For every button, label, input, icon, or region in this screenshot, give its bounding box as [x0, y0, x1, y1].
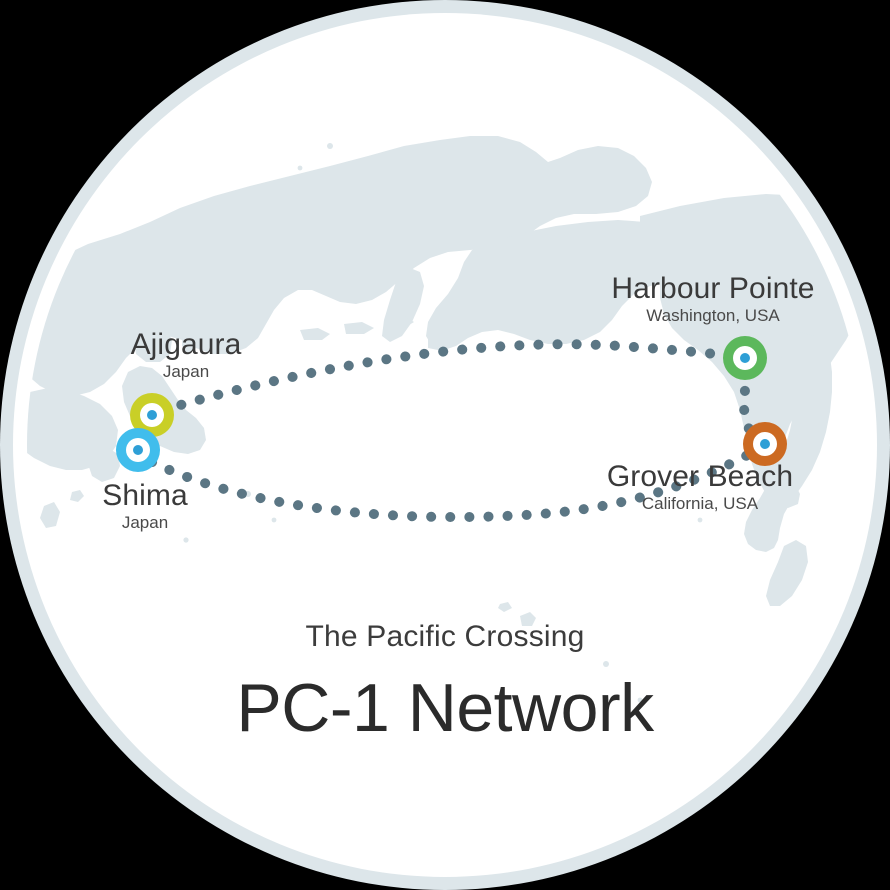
marker-shima[interactable]: [116, 428, 160, 472]
land-japan-hokkaido: [134, 324, 172, 362]
land-alaska: [426, 220, 702, 350]
station-region-grover-beach: California, USA: [641, 494, 759, 513]
station-label-ajigaura: Ajigaura Japan: [86, 328, 286, 382]
cable-route-south: [147, 445, 762, 523]
land-vancouver-island: [714, 310, 742, 334]
land-hawaii-2: [498, 602, 512, 612]
land-east-asia: [27, 388, 118, 470]
marker-grover-beach[interactable]: [743, 422, 787, 466]
station-label-harbour-pointe: Harbour Pointe Washington, USA: [573, 272, 853, 326]
land-speck-4: [603, 661, 609, 667]
land-speck-6: [327, 143, 333, 149]
land-hawaii: [520, 612, 536, 626]
land-speck-5: [637, 697, 643, 703]
land-alaska-peninsula: [428, 322, 470, 350]
station-label-shima: Shima Japan: [45, 479, 245, 533]
station-region-shima: Japan: [121, 513, 169, 532]
station-region-harbour-pointe: Washington, USA: [646, 306, 780, 325]
figure-title: PC-1 Network: [236, 670, 654, 746]
station-label-grover-beach: Grover Beach California, USA: [560, 460, 840, 514]
marker-grover-beach-center-dot: [759, 438, 771, 450]
land-sakhalin: [182, 300, 202, 354]
marker-harbour-pointe[interactable]: [723, 336, 767, 380]
station-city-harbour-pointe: Harbour Pointe: [611, 272, 815, 305]
marker-ajigaura-center-dot: [146, 409, 158, 421]
land-us-west-coast: [744, 332, 832, 552]
station-city-ajigaura: Ajigaura: [130, 328, 242, 361]
land-haida-gwaii: [700, 284, 718, 300]
land-ryukyu: [70, 490, 84, 502]
land-siberia: [27, 136, 652, 396]
title-block: The Pacific Crossing PC-1 Network: [0, 618, 890, 752]
land-speck-3: [183, 537, 189, 543]
land-speck-2: [271, 517, 277, 523]
cable-route-north: [158, 339, 747, 415]
marker-shima-center-dot: [132, 444, 144, 456]
cable-route-us-coast: [739, 367, 757, 439]
land-baja: [766, 540, 808, 606]
station-city-shima: Shima: [102, 479, 188, 512]
land-aleutian-1: [300, 328, 330, 340]
marker-harbour-pointe-center-dot: [739, 352, 751, 364]
land-aleutian-3: [388, 316, 414, 328]
land-taiwan: [40, 502, 60, 528]
land-speck-7: [297, 165, 303, 171]
figure-subtitle: The Pacific Crossing: [305, 620, 585, 653]
station-city-grover-beach: Grover Beach: [606, 460, 794, 493]
land-japan-kyushu: [88, 448, 120, 482]
station-region-ajigaura: Japan: [162, 362, 210, 381]
land-speck-8: [697, 517, 703, 523]
land-aleutian-2: [344, 322, 374, 334]
